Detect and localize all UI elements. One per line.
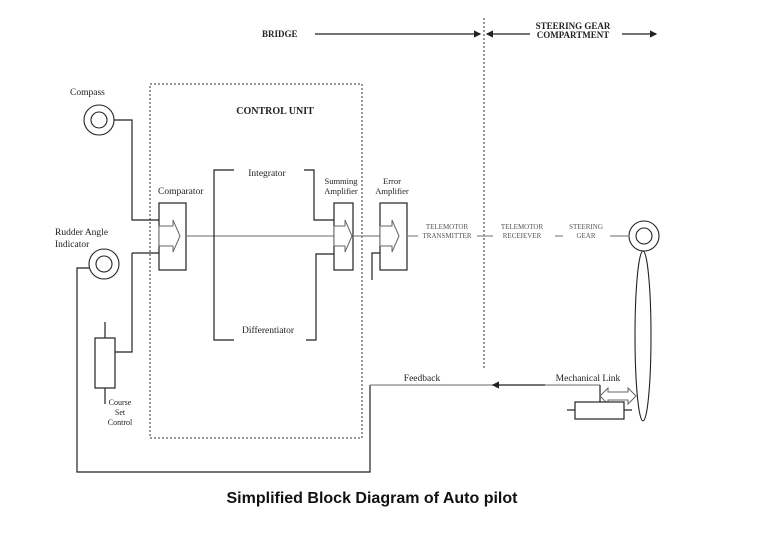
telemotor-receiver-label-1: TELEMOTOR [501, 223, 544, 231]
mechanical-link-label: Mechanical Link [556, 374, 621, 384]
summing-arrow-icon [333, 219, 353, 253]
telemotor-receiver-label-2: RECEIEVER [503, 232, 542, 240]
summing-amplifier-label-1: Summing [324, 176, 358, 186]
error-amplifier-label-2: Amplifier [375, 186, 409, 196]
rudder-stock-icon [628, 220, 660, 252]
telemotor-transmitter-label-2: TRANSMITTER [423, 232, 472, 240]
error-arrow-icon [379, 219, 400, 253]
split-bracket [213, 169, 234, 341]
integrator-label: Integrator [248, 169, 286, 179]
rudder-link-loop [634, 250, 652, 422]
integrator-wire [304, 169, 334, 221]
differentiator-label: Differentiator [242, 325, 295, 336]
error-feedback-input [371, 252, 380, 280]
telemotor-transmitter-label-1: TELEMOTOR [426, 223, 469, 231]
rudder-angle-label-1: Rudder Angle [55, 228, 108, 238]
course-set-wire [115, 253, 133, 353]
summing-amplifier-label-2: Amplifier [324, 186, 358, 196]
compass-icon [83, 104, 115, 136]
error-amplifier-label-1: Error [383, 176, 401, 186]
bridge-label: BRIDGE [262, 29, 298, 39]
feedback-label: Feedback [404, 374, 441, 384]
control-unit-boundary [149, 83, 363, 439]
course-set-label-1: Course [109, 398, 132, 407]
course-set-control [94, 337, 116, 389]
feedback-wire [76, 267, 371, 473]
feedback-transmitter [574, 401, 625, 420]
steering-gear-label-2: GEAR [576, 232, 595, 240]
double-arrow-icon [599, 386, 637, 406]
comparator-arrow-icon [158, 219, 181, 253]
compass-wire [114, 119, 160, 221]
comparator-label: Comparator [158, 187, 204, 197]
course-set-label-3: Control [108, 418, 133, 427]
control-unit-title: CONTROL UNIT [236, 106, 314, 117]
compass-label: Compass [70, 88, 105, 98]
steering-gear-label-2: COMPARTMENT [537, 30, 610, 40]
diagram-caption: Simplified Block Diagram of Auto pilot [227, 490, 519, 507]
course-set-label-2: Set [115, 408, 126, 417]
rudder-angle-indicator-icon [88, 248, 120, 280]
steering-gear-label-1: STEERING GEAR [536, 21, 611, 31]
steering-gear-label-1: STEERING [569, 223, 603, 231]
differentiator-wire [306, 253, 334, 341]
rudder-angle-label-2: Indicator [55, 240, 90, 250]
